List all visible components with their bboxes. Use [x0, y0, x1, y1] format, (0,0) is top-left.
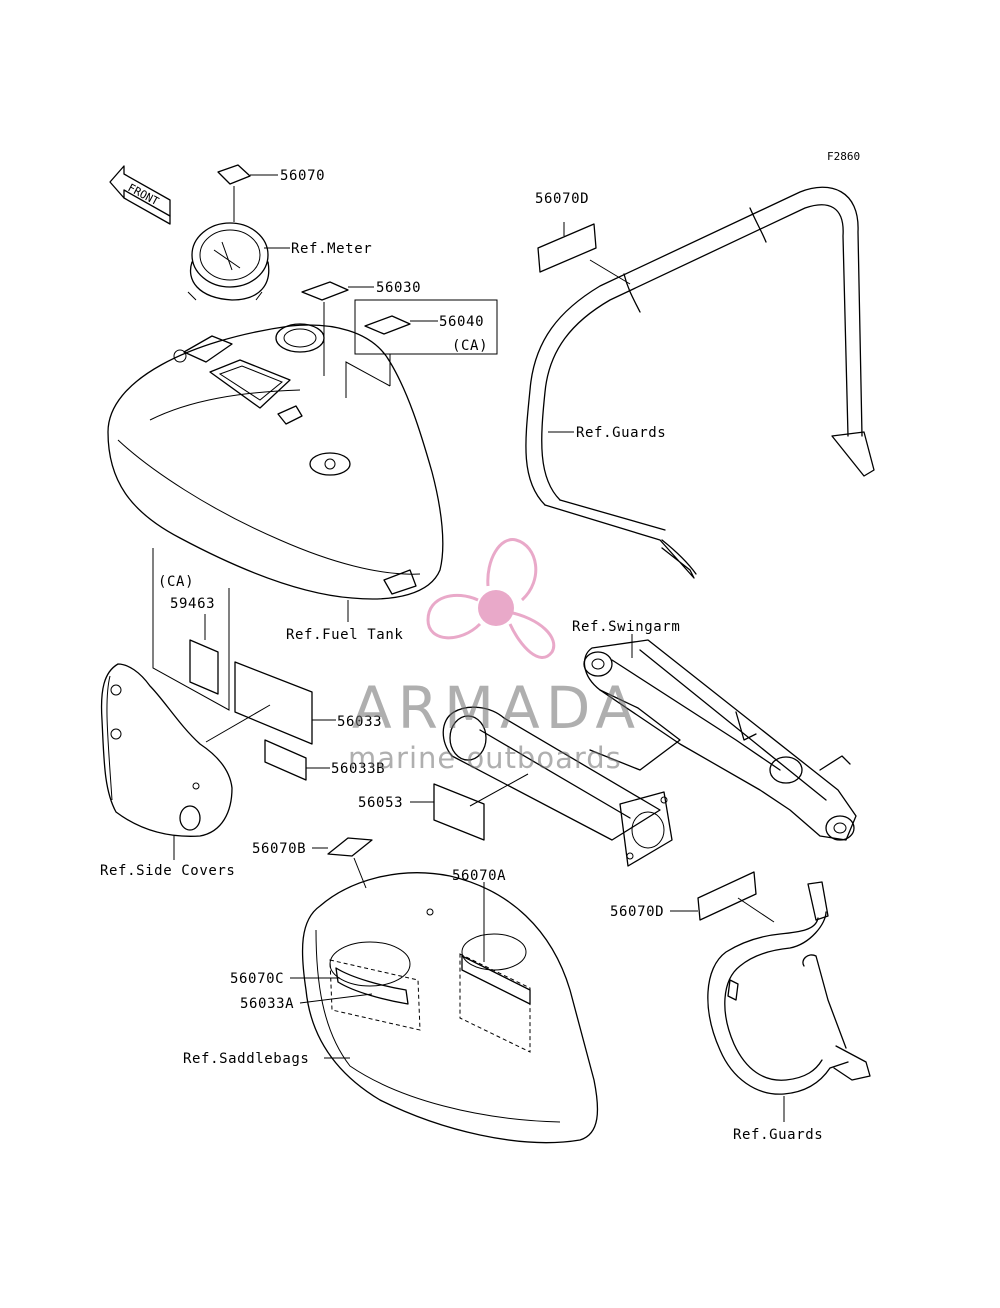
dash-outline-56070A	[459, 953, 531, 1053]
label-56070C: 56070C	[230, 971, 284, 987]
leader-56040-down	[345, 354, 391, 398]
label-ref-guards-bottom: Ref.Guards	[733, 1127, 823, 1143]
decal-56053	[433, 783, 485, 841]
ca-box-56040	[354, 299, 498, 355]
swingarm-drawing	[583, 639, 857, 841]
drive-tube-drawing	[442, 706, 673, 867]
leader-56033-cover	[205, 704, 271, 743]
lower-guard-drawing	[707, 881, 871, 1095]
leader-56053-tube	[469, 773, 529, 807]
decal-56070D-bottom	[697, 871, 757, 921]
saddlebag-drawing	[301, 872, 599, 1144]
label-56070D-bottom: 56070D	[610, 904, 664, 920]
decal-56030	[301, 281, 349, 301]
label-56033: 56033	[337, 714, 382, 730]
label-59463: 59463	[170, 596, 215, 612]
front-arrow-icon: FRONT	[109, 165, 171, 225]
label-ref-meter: Ref.Meter	[291, 241, 372, 257]
label-ref-saddlebags: Ref.Saddlebags	[183, 1051, 309, 1067]
label-56070D-top: 56070D	[535, 191, 589, 207]
side-cover-drawing	[100, 663, 233, 837]
label-ref-fuel-tank: Ref.Fuel Tank	[286, 627, 403, 643]
label-ca-1: (CA)	[452, 338, 488, 354]
watermark-name: ARMADA	[352, 674, 641, 742]
fuel-tank-drawing	[107, 323, 444, 600]
leader-56070B-bag	[353, 857, 367, 889]
decal-56070A	[461, 955, 531, 1005]
label-56070A: 56070A	[452, 868, 506, 884]
ca-box-59463	[152, 548, 230, 711]
watermark: ARMADA marine outboards	[348, 538, 641, 775]
meter-drawing	[187, 222, 270, 301]
label-ref-guards-top: Ref.Guards	[576, 425, 666, 441]
label-ca-2: (CA)	[158, 574, 194, 590]
propeller-logo	[426, 538, 556, 659]
decal-56040	[364, 315, 411, 335]
decal-56070D-top	[537, 223, 597, 273]
label-56033B: 56033B	[331, 761, 385, 777]
dash-outline-56070C	[329, 959, 421, 1031]
label-56070: 56070	[280, 168, 325, 184]
label-56040: 56040	[439, 314, 484, 330]
leader-56033A	[299, 993, 373, 1004]
label-56030: 56030	[376, 280, 421, 296]
label-56053: 56053	[358, 795, 403, 811]
leader-56070D-top-b	[589, 259, 631, 285]
label-ref-swingarm: Ref.Swingarm	[572, 619, 680, 635]
leader-56070D-bottom-guard	[737, 897, 775, 923]
upper-guard-drawing	[525, 186, 875, 579]
label-ref-side-covers: Ref.Side Covers	[100, 863, 235, 879]
decal-56033B	[264, 739, 307, 781]
label-56033A: 56033A	[240, 996, 294, 1012]
diagram-code: F2860	[827, 150, 860, 163]
decal-56070B	[327, 837, 373, 857]
decal-56033	[234, 661, 313, 745]
decal-56070C	[335, 967, 409, 1005]
decal-56070	[217, 164, 251, 185]
label-56070B: 56070B	[252, 841, 306, 857]
watermark-subtitle: marine outboards	[348, 741, 622, 775]
decal-59463	[189, 639, 219, 695]
